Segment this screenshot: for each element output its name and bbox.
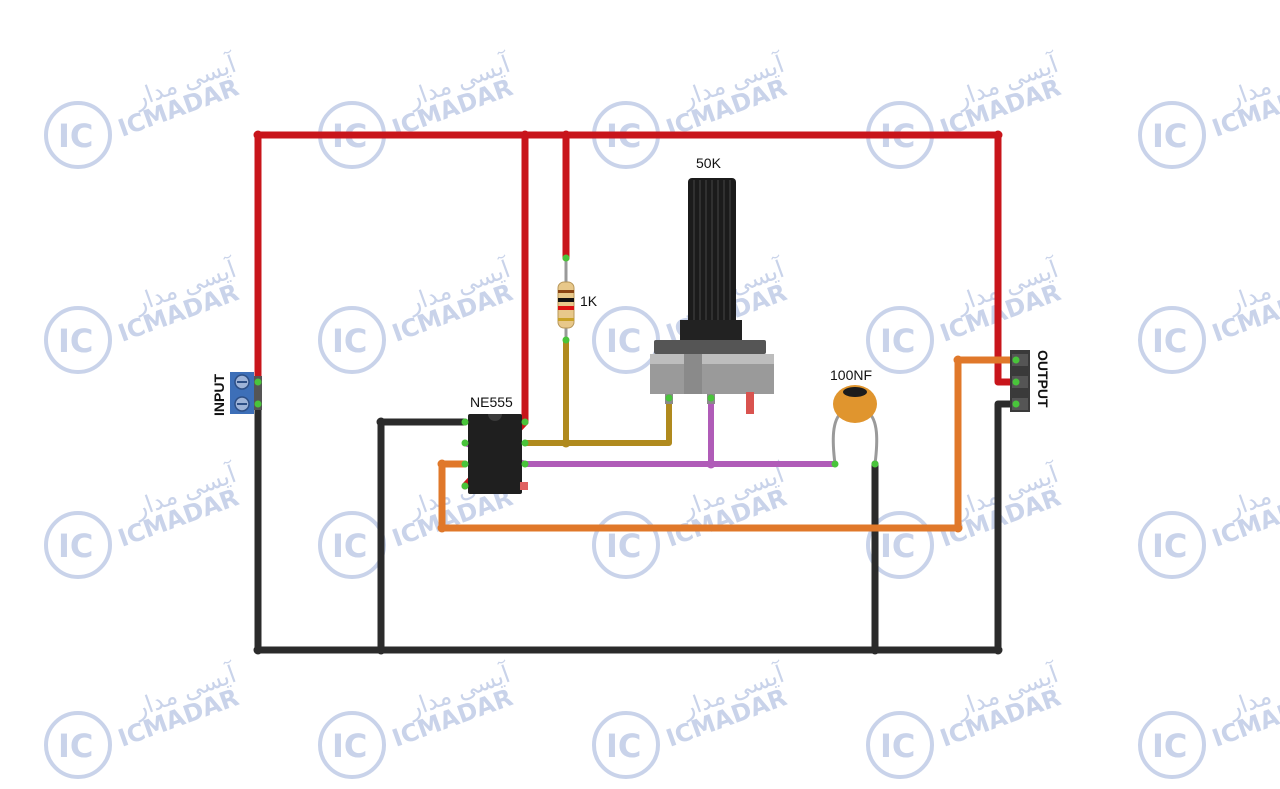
watermark-logo-text: IC (1152, 727, 1187, 765)
vcc-output-drop (994, 131, 1020, 386)
watermark-logo-text: IC (880, 727, 915, 765)
junction-dot (561, 438, 571, 448)
watermark-logo-text: IC (332, 727, 367, 765)
junction-dot (870, 645, 880, 655)
brown-wire (522, 395, 672, 446)
junction-dot (561, 130, 571, 140)
junction-dot (953, 523, 963, 533)
watermark-logo-text: IC (58, 117, 93, 155)
capacitor-100nf: 100NF (830, 367, 879, 468)
junction-dot (376, 417, 386, 427)
watermark-logo-text: IC (1152, 322, 1187, 360)
watermark-logo-text: IC (606, 527, 641, 565)
watermark-logo-text: IC (332, 527, 367, 565)
junction-dot (993, 130, 1003, 140)
junction-dot (437, 459, 447, 469)
capacitor-label: 100NF (830, 367, 872, 383)
watermark-logo-text: IC (606, 322, 641, 360)
input-connector: INPUT (211, 372, 262, 416)
junction-dot (706, 459, 716, 469)
watermark-logo-text: IC (880, 527, 915, 565)
watermark-logo-text: IC (880, 322, 915, 360)
junction-dot (993, 645, 1003, 655)
watermark-logo-text: IC (606, 727, 641, 765)
output-label: OUTPUT (1035, 350, 1051, 408)
resistor-1k: 1K (557, 254, 598, 344)
junction-dot (437, 523, 447, 533)
watermark-logo-text: IC (58, 322, 93, 360)
potentiometer-50k: 50K (650, 155, 774, 414)
watermark-logo-text: IC (58, 527, 93, 565)
ic-label: NE555 (470, 394, 513, 410)
watermark-logo-text: IC (332, 322, 367, 360)
watermark-logo-text: IC (1152, 527, 1187, 565)
resistor-label: 1K (580, 293, 598, 309)
output-connector: OUTPUT (1010, 350, 1051, 412)
junction-dot (953, 355, 963, 365)
watermark-logo-text: IC (1152, 117, 1187, 155)
junction-dot (253, 130, 263, 140)
input-label: INPUT (211, 374, 227, 416)
ne555-ic: NE555 (461, 394, 529, 494)
junction-dots (253, 130, 1003, 655)
junction-dot (253, 645, 263, 655)
potentiometer-label: 50K (696, 155, 722, 171)
junction-dot (520, 130, 530, 140)
watermark-logo-text: IC (58, 727, 93, 765)
junction-dot (376, 645, 386, 655)
